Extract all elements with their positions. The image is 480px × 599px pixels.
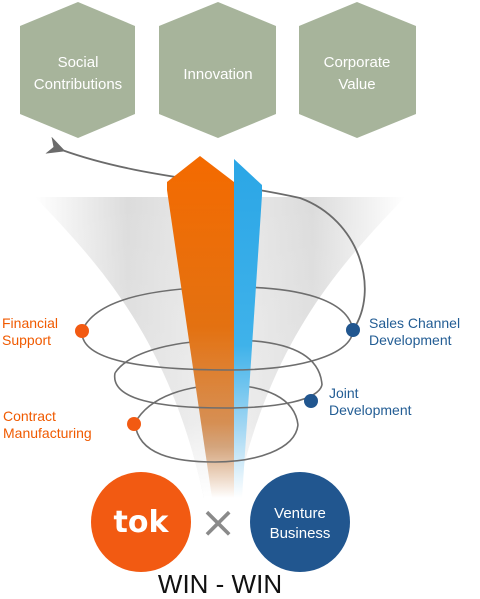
label-line2: Development [369,332,452,348]
venture-line1: Venture [274,505,326,522]
growth-arrow [45,136,366,331]
hexagon-label-line1: Corporate [324,54,391,71]
label-line2: Development [329,402,412,418]
financial-support-dot [75,324,89,338]
label-line1: Sales Channel [369,315,460,331]
label-sales-channel-development: Sales Channel Development [369,315,460,348]
cross-symbol: × [200,497,237,548]
contract-manufacturing-dot [127,417,141,431]
venture-line2: Business [270,525,331,542]
label-line2: Manufacturing [3,425,92,441]
tok-logo: tok [114,505,170,540]
label-financial-support: Financial Support [2,315,58,348]
tok-circle: tok [91,472,191,572]
label-contract-manufacturing: Contract Manufacturing [3,408,92,441]
label-joint-development: Joint Development [329,385,412,418]
hexagon-label-line1: Innovation [183,66,252,83]
label-line2: Support [2,332,51,348]
win-win-title: WIN - WIN [158,569,282,599]
label-line1: Financial [2,315,58,331]
venture-business-circle: Venture Business [250,472,350,572]
sales-channel-dot [346,323,360,337]
hexagon-label-line2: Value [338,76,375,93]
hexagon-label-line1: Social [58,54,99,71]
blue-arrow [234,159,262,498]
joint-development-dot [304,394,318,408]
hexagon-social-contributions: Social Contributions [20,2,135,138]
hexagon-corporate-value: Corporate Value [299,2,416,138]
hexagon-label-line2: Contributions [34,76,122,93]
label-line1: Joint [329,385,359,401]
orange-arrow [167,156,234,498]
hexagon-innovation: Innovation [159,2,276,138]
label-line1: Contract [3,408,56,424]
